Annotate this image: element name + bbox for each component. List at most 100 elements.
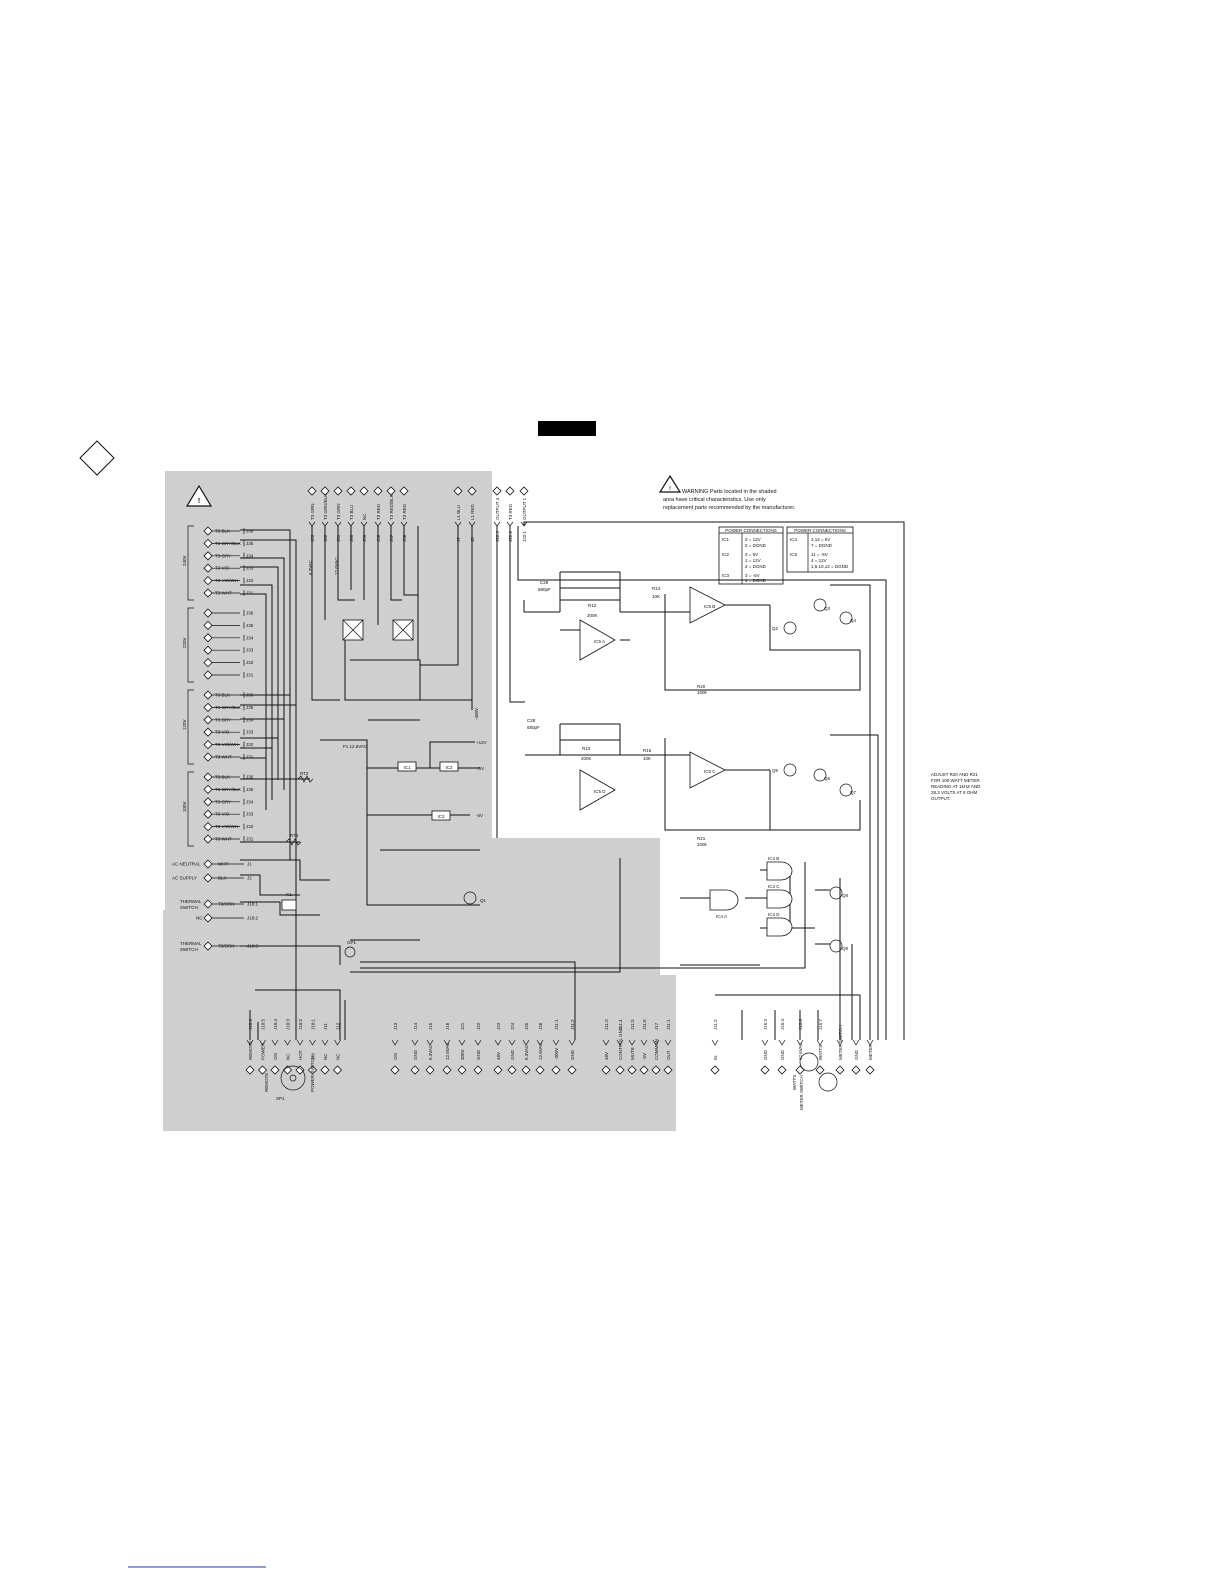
- bottom-connector-label: 48V: [604, 1052, 609, 1060]
- bottom-connector-label: 300V: [460, 1049, 465, 1060]
- bottom-pin-label: J17: [654, 1022, 659, 1030]
- ac-label-6v3: 6.3VAC: [308, 559, 313, 575]
- adjust-line: FOR 100 WATT METER: [931, 778, 980, 783]
- shaded-area-wiring: [240, 526, 806, 1040]
- r14-label: R14: [652, 586, 661, 591]
- bottom-pin-label: J12: [336, 1022, 341, 1030]
- voltage-connector: J31: [203, 670, 254, 680]
- bottom-connector-label: -300V: [554, 1048, 559, 1060]
- top-connector-label: T3 GRN/BLK: [323, 494, 328, 520]
- bottom-connector-label: 6.3VAC: [428, 1044, 433, 1060]
- top-connector-label: T3 GRN: [336, 503, 341, 520]
- bottom-pin-label: J15:3: [763, 1018, 768, 1030]
- r21-value: 100k: [697, 842, 708, 847]
- bottom-pin-label: J16: [445, 1022, 450, 1030]
- power-right-ic4: IC4: [790, 537, 798, 542]
- bridge-rectifier-2: [392, 619, 414, 641]
- bottom-pin-label: J11:4: [618, 1019, 623, 1030]
- sp1-label: SP1: [276, 1096, 285, 1101]
- bottom-pin-label: J23: [496, 1022, 501, 1030]
- plus12v-label: +12V: [476, 740, 487, 745]
- bottom-connector-label: METER: [868, 1043, 873, 1060]
- pin-label: J35: [246, 705, 254, 710]
- regulator-ic1: IC1: [397, 761, 417, 772]
- power-connections-left: POWER CONNECTIONS IC1 3 = 12V 2 = DGND I…: [718, 526, 784, 585]
- ac-pin-label: J2: [247, 876, 252, 881]
- k1-label: K1: [286, 892, 292, 897]
- gp1-label: GP1: [347, 940, 357, 945]
- voltage-connector: J36: [203, 608, 254, 618]
- ac-input-label: THERMAL: [180, 941, 202, 946]
- rt2-label: RT2: [300, 771, 309, 776]
- r14-value: 10K: [652, 594, 660, 599]
- top-connector-label: T3 BLU: [349, 505, 354, 520]
- warning-line-1: WARNING Parts located in the shaded: [682, 489, 777, 495]
- bottom-connector-label: NC: [323, 1053, 328, 1060]
- bottom-connector-label: GND: [476, 1049, 481, 1060]
- bottom-pin-label: J11:2: [713, 1019, 718, 1030]
- bottom-pin-label: J11:3: [604, 1019, 609, 1030]
- pin-label: J35: [246, 541, 254, 546]
- pin-label: J31: [246, 837, 254, 842]
- ac-input-label: THERMAL: [180, 899, 202, 904]
- transistor-q2: Q2: [772, 621, 797, 635]
- pin-label: J33: [246, 566, 254, 571]
- gate-ic4c: IC4 C: [766, 884, 793, 909]
- ac-label-12v6: 12.6VAC: [334, 557, 339, 575]
- bottom-connector-label: CONTROL GND: [618, 1026, 623, 1060]
- sheet-diamond-marker: [79, 440, 115, 476]
- bottom-pin-label: J11:6: [642, 1019, 647, 1030]
- thermistor-rt2: RT2: [297, 771, 314, 783]
- power-left-ic1-pin: 3 = 12V: [745, 537, 761, 542]
- opamp-ic5c: IC5 C: [689, 751, 726, 789]
- bottom-pin-label: J25: [524, 1022, 529, 1030]
- transistor-q4: Q4: [839, 611, 857, 625]
- power-right-ic4-pin: 2,14 = 5V: [811, 537, 830, 542]
- bottom-connector-label: NC: [336, 1053, 341, 1060]
- power-right-ic5-pin: 4 = 12V: [811, 558, 827, 563]
- pin-label: J34: [246, 799, 254, 804]
- relay-k1: K1: [281, 892, 297, 911]
- ic5b-label: IC5 B: [704, 604, 715, 609]
- r15-value: 10K: [643, 756, 651, 761]
- q6-label: Q6: [824, 776, 831, 781]
- transistor-q5: Q5: [772, 763, 797, 777]
- meter-switch: WATTS METER SWITCH: [792, 1052, 838, 1110]
- meter-switch-label: METER SWITCH: [799, 1075, 804, 1110]
- bottom-connector-label: REMOTE: [248, 1041, 253, 1060]
- bottom-connector-label: HOT: [298, 1050, 303, 1060]
- top-connector-label: L1 BLU: [456, 505, 461, 520]
- q5-label: Q5: [772, 768, 779, 773]
- fuse-f1-label: F1 12.6VAC: [343, 744, 368, 749]
- bottom-pin-label: J26: [538, 1022, 543, 1030]
- bottom-connector-label: WATTS: [818, 1045, 823, 1060]
- bottom-pin-label: J11:1: [666, 1019, 671, 1030]
- voltage-group-label: 240V: [182, 555, 187, 566]
- bottom-connector-label: ON: [393, 1053, 398, 1060]
- q1-label: Q1: [480, 898, 487, 903]
- adjust-line: ADJUST R20 AND R21: [931, 772, 978, 777]
- ac-pin-label: J1: [247, 862, 252, 867]
- ic1-label: IC1: [403, 765, 411, 770]
- bottom-pin-label: J10:3: [286, 1018, 291, 1030]
- signal-wiring: [496, 521, 905, 1040]
